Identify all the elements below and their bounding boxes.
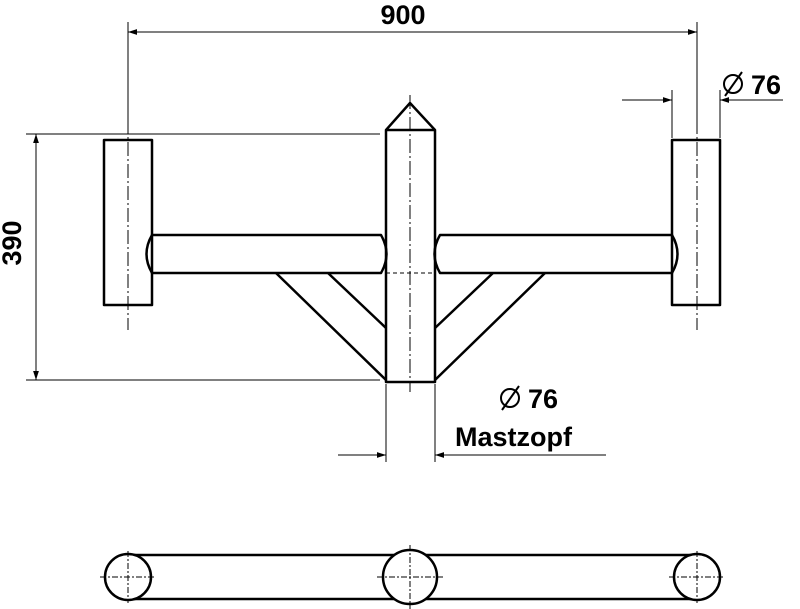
center-mast <box>384 101 437 384</box>
left-brace <box>275 272 387 381</box>
left-arm <box>145 233 388 275</box>
dimension-lines <box>26 22 783 462</box>
top-view <box>103 548 722 606</box>
right-brace <box>434 272 546 381</box>
arm-diameter-label: 76 <box>751 70 781 100</box>
right-arm <box>433 233 679 275</box>
right-sleeve <box>670 138 722 307</box>
diameter-icon <box>723 71 743 97</box>
center-lines <box>127 95 698 392</box>
mast-note-label: Mastzopf <box>455 422 573 452</box>
mast-diameter-label: 76 <box>528 384 558 414</box>
top-view-center-lines <box>100 545 725 609</box>
height-dimension-label: 390 <box>0 220 27 265</box>
front-view <box>102 101 722 384</box>
diameter-icon <box>500 385 520 411</box>
width-dimension-label: 900 <box>380 0 425 30</box>
